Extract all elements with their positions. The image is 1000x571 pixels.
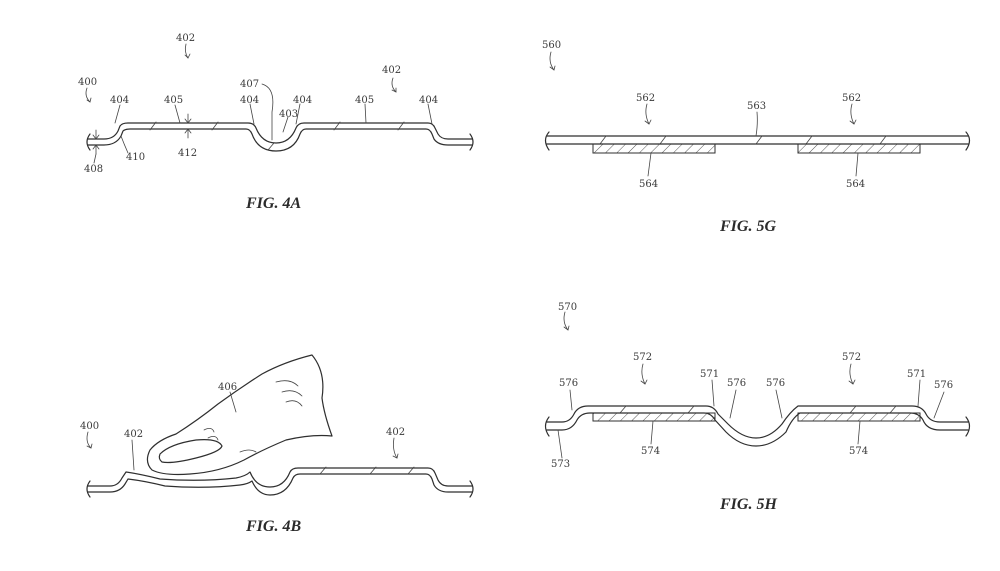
fig4a-layer-top (87, 122, 473, 144)
fig4a-leader-lines (85, 43, 433, 164)
fig5h-right-break (965, 416, 971, 437)
fig5h-element-574-left (592, 412, 716, 422)
fig5g-ref-562-left: 562 (636, 93, 655, 104)
fig4a-right-break (469, 133, 474, 151)
fig5h-leader-lines (557, 311, 945, 459)
fig4a-left-break (86, 133, 91, 151)
fig4b-right-break (469, 480, 474, 498)
fig5h-ref-574-right: 574 (849, 446, 868, 457)
fig5g-left-break (544, 131, 550, 151)
fig4a-ref-404-d: 404 (419, 95, 438, 106)
fig5g-element-564-right (797, 143, 921, 154)
fig5h-caption: FIG. 5H (719, 496, 777, 513)
fig5h-ref-571-right: 571 (907, 369, 926, 380)
fig5g-hatch-marks (599, 135, 887, 145)
fig4b-ref-400: 400 (80, 421, 99, 432)
fig5h-element-574-right (797, 412, 921, 422)
fig4a-ref-404-b: 404 (240, 95, 259, 106)
fig4a-ref-404-c: 404 (293, 95, 312, 106)
figure-5g: 560 562 563 562 564 564 FIG. 5G (542, 40, 971, 235)
fig4a-ref-404-a: 404 (110, 95, 129, 106)
fig5g-leader-lines (549, 51, 859, 177)
fig5h-ref-572-left: 572 (633, 352, 652, 363)
fig5h-left-break (544, 416, 550, 437)
fig4a-hatch-marks (149, 121, 405, 151)
fig5h-ref-571-left: 571 (700, 369, 719, 380)
fig4a-ref-408: 408 (84, 164, 103, 175)
fig5g-ref-560: 560 (542, 40, 561, 51)
fig5g-ref-563: 563 (747, 101, 766, 112)
fig4a-ref-400: 400 (78, 77, 97, 88)
fig5h-ref-576-d: 576 (934, 380, 953, 391)
fig4b-leader-lines (86, 391, 399, 471)
fig5h-ref-574-left: 574 (641, 446, 660, 457)
figure-4b: 406 400 402 402 FIG. 4B (80, 354, 474, 535)
fig4b-left-break (86, 480, 91, 498)
fig5h-ref-570: 570 (558, 302, 577, 313)
fig5h-ref-576-a: 576 (559, 378, 578, 389)
fig5h-ref-573: 573 (551, 459, 570, 470)
fig4b-ref-406: 406 (218, 382, 237, 393)
fig4b-finger-creases (203, 380, 303, 453)
fig4b-layer-top (87, 467, 473, 488)
fig5g-caption: FIG. 5G (719, 218, 776, 235)
fig5h-ref-576-b: 576 (727, 378, 746, 389)
fig4b-caption: FIG. 4B (245, 518, 301, 535)
fig5h-hatch-marks (619, 405, 897, 414)
fig4a-ref-402-right: 402 (382, 65, 401, 76)
fig5h-ref-576-c: 576 (766, 378, 785, 389)
fig4b-layer-bottom (87, 473, 473, 496)
fig4a-ref-405-a: 405 (164, 95, 183, 106)
fig5g-ref-562-right: 562 (842, 93, 861, 104)
fig4a-dimension-arrows (92, 113, 192, 155)
fig4a-layer-bottom (87, 128, 473, 152)
fig5h-layer-top (546, 405, 969, 439)
fig4b-hatch-marks (319, 466, 415, 475)
fig5g-element-564-left (592, 143, 716, 154)
fig4a-ref-403: 403 (279, 109, 298, 120)
fig5g-ref-564-left: 564 (639, 179, 658, 190)
fig5g-ref-564-right: 564 (846, 179, 865, 190)
fig4b-fingernail (158, 439, 223, 464)
fig4a-caption: FIG. 4A (245, 195, 301, 212)
fig4a-ref-405-b: 405 (355, 95, 374, 106)
fig4a-ref-407: 407 (240, 79, 259, 90)
fig5g-right-break (965, 131, 971, 151)
fig4b-ref-402-right: 402 (386, 427, 405, 438)
fig4a-ref-402-top: 402 (176, 33, 195, 44)
figure-5h: 570 572 572 576 571 576 576 571 576 573 … (544, 302, 971, 513)
fig4a-ref-410: 410 (126, 152, 145, 163)
fig5h-ref-572-right: 572 (842, 352, 861, 363)
fig4b-ref-402-left: 402 (124, 429, 143, 440)
fig4a-ref-412: 412 (178, 148, 197, 159)
figure-4a: 402 402 400 404 405 407 404 404 405 404 … (78, 33, 474, 212)
